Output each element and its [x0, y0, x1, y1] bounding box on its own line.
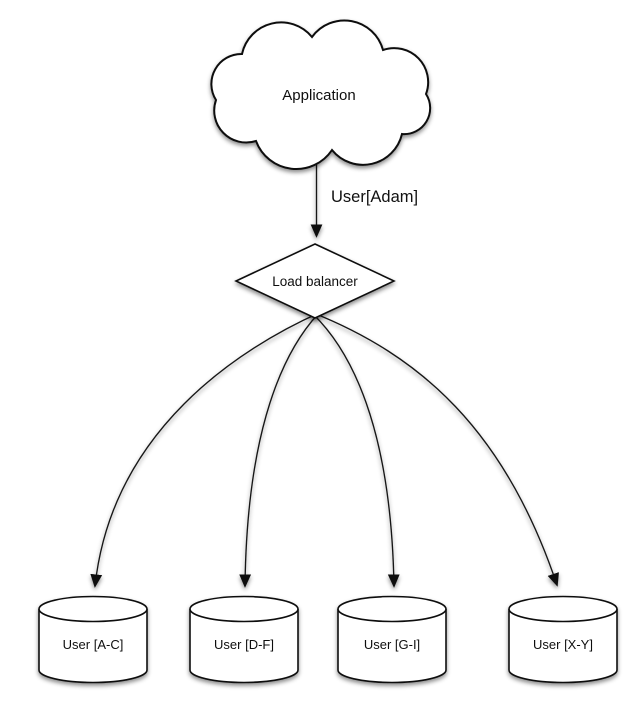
cylinder-top — [189, 595, 299, 623]
load-balancer-node: Load balancer — [234, 243, 396, 319]
diamond-shape — [234, 243, 396, 319]
edge-balancer-to-db-gi — [312, 313, 400, 588]
cylinder-body — [337, 609, 447, 684]
edges-layer — [90, 152, 559, 588]
cylinder-body — [508, 609, 618, 684]
db-node-user-df: User [D-F] — [189, 595, 299, 684]
db-label-user-xy: User [X-Y] — [533, 637, 593, 652]
edge-balancer-to-db-xy — [310, 311, 559, 587]
db-label-user-gi: User [G-I] — [364, 637, 420, 652]
cylinder-body — [38, 609, 148, 684]
db-node-user-xy: User [X-Y] — [508, 595, 618, 684]
edge-label-user-adam: User[Adam] — [331, 188, 418, 206]
db-label-user-df: User [D-F] — [214, 637, 274, 652]
cylinder-top — [38, 595, 148, 623]
application-label: Application — [282, 87, 355, 104]
db-label-user-ac: User [A-C] — [63, 637, 124, 652]
cloud-shape — [210, 19, 432, 171]
cylinder-top — [508, 595, 618, 623]
edge-balancer-to-db-df — [239, 313, 319, 588]
db-node-user-gi: User [G-I] — [337, 595, 447, 684]
cylinder-body — [189, 609, 299, 684]
db-node-user-ac: User [A-C] — [38, 595, 148, 684]
cylinder-top — [337, 595, 447, 623]
load-balancer-label: Load balancer — [272, 274, 358, 289]
edge-balancer-to-db-ac — [90, 311, 322, 588]
application-cloud-node: Application — [210, 19, 432, 171]
